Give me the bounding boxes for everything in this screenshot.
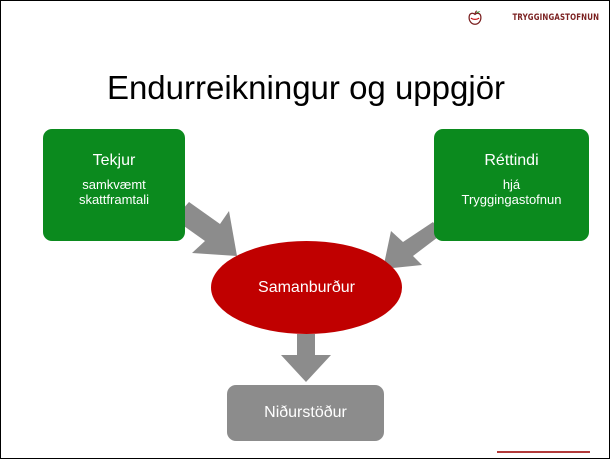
slide-title: Endurreikningur og uppgjör bbox=[106, 69, 506, 106]
income-box: Tekjur samkvæmt skattframtali bbox=[43, 129, 185, 241]
income-subtext: samkvæmt skattframtali bbox=[43, 177, 185, 207]
income-subtext-line2: skattframtali bbox=[78, 192, 150, 207]
arrow-left-to-center bbox=[174, 202, 237, 256]
brand-logo: TRYGGINGASTOFNUN bbox=[466, 9, 599, 27]
comparison-ellipse: Samanburður bbox=[211, 241, 402, 334]
brand-name: TRYGGINGASTOFNUN bbox=[512, 13, 599, 23]
results-label: Niðurstöður bbox=[264, 404, 347, 421]
entitlements-subtext: hjá Tryggingastofnun bbox=[434, 177, 589, 207]
apple-logo-icon bbox=[468, 10, 482, 25]
comparison-label: Samanburður bbox=[258, 278, 355, 296]
accent-line bbox=[497, 451, 590, 453]
entitlements-subtext-line1: hjá bbox=[502, 177, 521, 192]
income-heading: Tekjur bbox=[92, 152, 136, 169]
entitlements-box: Réttindi hjá Tryggingastofnun bbox=[434, 129, 589, 241]
arrow-center-to-result bbox=[281, 334, 331, 382]
entitlements-heading: Réttindi bbox=[484, 152, 539, 169]
income-subtext-line1: samkvæmt bbox=[82, 177, 146, 192]
arrow-right-to-center bbox=[383, 222, 442, 269]
entitlements-subtext-line2: Tryggingastofnun bbox=[461, 192, 562, 207]
results-box: Niðurstöður bbox=[227, 385, 384, 441]
